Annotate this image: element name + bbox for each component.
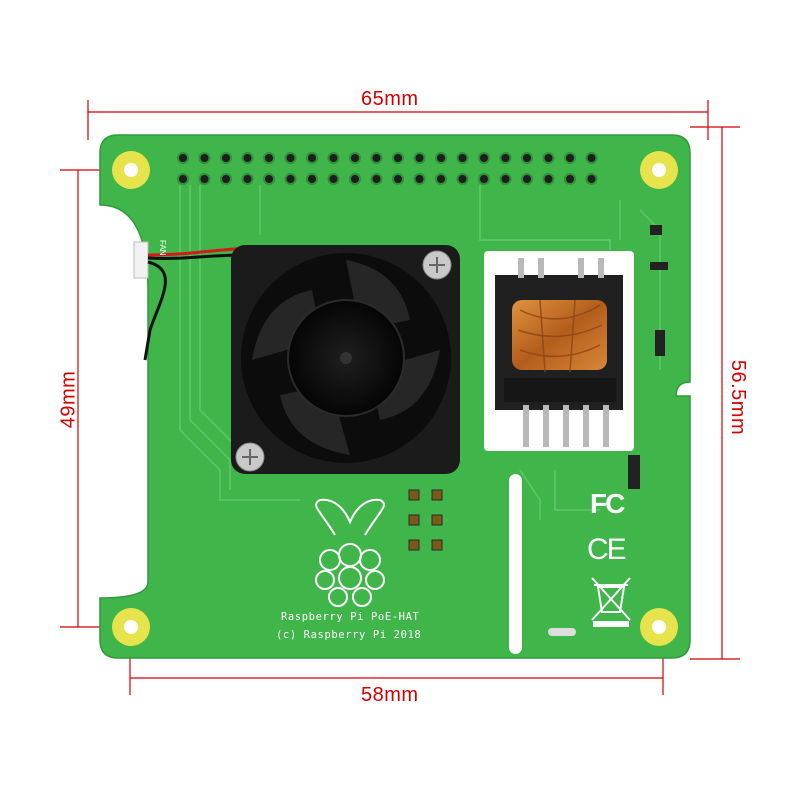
gpio-pin xyxy=(198,173,211,185)
gpio-pin xyxy=(542,173,555,185)
gpio-pin xyxy=(413,152,426,164)
gpio-pin xyxy=(456,152,469,164)
board-copyright: (c) Raspberry Pi 2018 xyxy=(276,629,422,641)
fan-connector xyxy=(133,241,251,361)
gpio-pin xyxy=(241,173,254,185)
board-title: Raspberry Pi PoE-HAT xyxy=(281,611,420,623)
gpio-pin xyxy=(585,152,598,164)
transformer xyxy=(495,258,623,447)
gpio-pin xyxy=(327,152,340,164)
fcc-mark: FC xyxy=(590,488,625,519)
gpio-pin xyxy=(521,152,533,164)
gpio-pin xyxy=(435,173,447,185)
gpio-pin xyxy=(177,152,189,164)
gpio-pin xyxy=(241,152,254,164)
gpio-pin xyxy=(263,152,275,164)
gpio-pin xyxy=(306,152,318,164)
gpio-pin xyxy=(456,173,469,185)
gpio-pin xyxy=(349,152,361,164)
bottom-width-label: 58mm xyxy=(361,684,419,706)
gpio-pin xyxy=(478,152,490,164)
gpio-pin xyxy=(499,173,512,185)
gpio-pin xyxy=(435,152,447,164)
solder-pads xyxy=(408,489,443,551)
gpio-pin xyxy=(306,173,318,185)
dimension-lines xyxy=(60,100,740,695)
gpio-pin xyxy=(413,173,426,185)
gpio-pin xyxy=(349,173,361,185)
fan-label: FAN xyxy=(158,240,167,256)
gpio-pin xyxy=(370,152,383,164)
mounting-holes xyxy=(112,151,678,646)
gpio-pin xyxy=(327,173,340,185)
gpio-pin xyxy=(585,173,598,185)
gpio-pin xyxy=(220,173,232,185)
gpio-pin xyxy=(198,152,211,164)
gpio-pin xyxy=(177,173,189,185)
gpio-pin xyxy=(542,152,555,164)
gpio-header xyxy=(177,152,598,185)
cooling-fan xyxy=(231,245,460,474)
right-height-label: 56.5mm xyxy=(727,359,750,436)
gpio-pin xyxy=(499,152,512,164)
raspberry-pi-logo xyxy=(315,498,385,607)
gpio-pin xyxy=(564,173,576,185)
gpio-pin xyxy=(284,152,297,164)
left-height-label: 49mm xyxy=(57,370,80,429)
gpio-pin xyxy=(392,173,404,185)
gpio-pin xyxy=(478,173,490,185)
ce-mark: CE xyxy=(587,533,627,566)
gpio-pin xyxy=(564,152,576,164)
gpio-pin xyxy=(263,173,275,185)
gpio-pin xyxy=(220,152,232,164)
gpio-pin xyxy=(370,173,383,185)
gpio-pin xyxy=(392,152,404,164)
weee-icon xyxy=(591,577,631,627)
top-width-label: 65mm xyxy=(361,88,419,110)
gpio-pin xyxy=(284,173,297,185)
gpio-pin xyxy=(521,173,533,185)
